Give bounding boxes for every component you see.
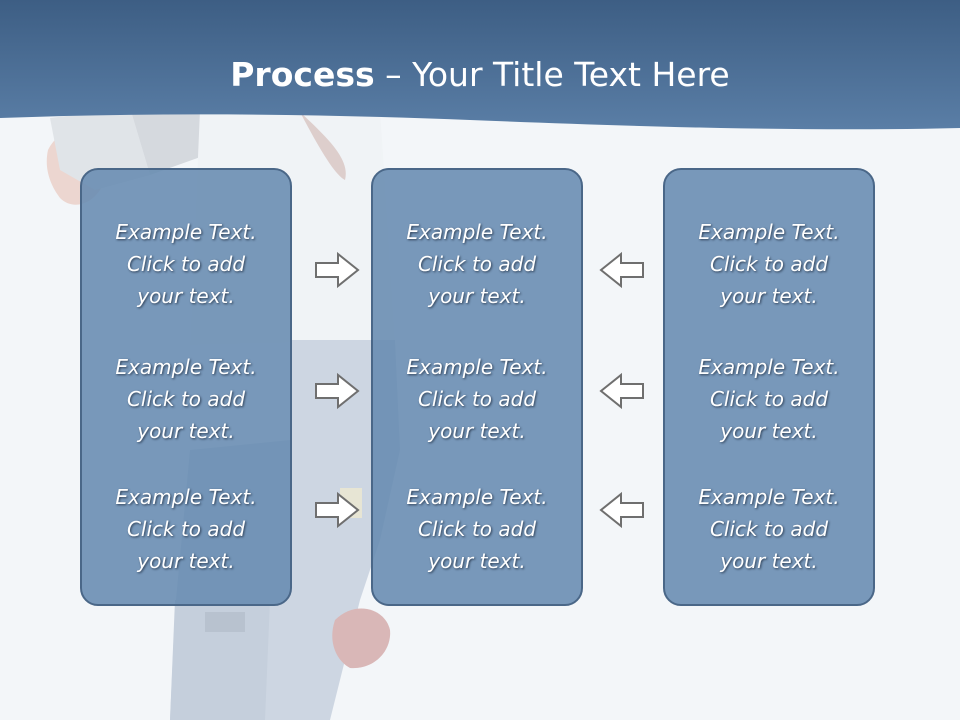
text-line: Click to add [709, 252, 829, 276]
process-box-right: Example Text. Click to add your text. Ex… [663, 168, 875, 606]
text-line: your text. [137, 284, 235, 308]
text-line: Click to add [126, 252, 246, 276]
text-line: Click to add [126, 387, 246, 411]
text-line: Example Text. [406, 220, 548, 244]
text-line: Example Text. [406, 485, 548, 509]
text-block[interactable]: Example Text. Click to add your text. [373, 216, 581, 312]
text-line: Click to add [417, 517, 537, 541]
text-line: Example Text. [698, 485, 840, 509]
text-block[interactable]: Example Text. Click to add your text. [665, 216, 873, 312]
text-line: Example Text. [115, 355, 257, 379]
process-box-center: Example Text. Click to add your text. Ex… [371, 168, 583, 606]
text-line: Example Text. [698, 220, 840, 244]
header-band [0, 0, 960, 130]
text-line: Example Text. [115, 220, 257, 244]
text-line: Click to add [709, 387, 829, 411]
text-block[interactable]: Example Text. Click to add your text. [665, 351, 873, 447]
right-arrow-icon [315, 491, 360, 529]
text-line: Click to add [709, 517, 829, 541]
text-block[interactable]: Example Text. Click to add your text. [82, 216, 290, 312]
right-arrow-icon [315, 372, 360, 410]
text-line: your text. [428, 284, 526, 308]
text-block[interactable]: Example Text. Click to add your text. [665, 481, 873, 577]
left-arrow-icon [599, 372, 644, 410]
left-arrow-icon [599, 251, 644, 289]
text-line: Example Text. [115, 485, 257, 509]
right-arrow-icon [315, 251, 360, 289]
text-line: Click to add [126, 517, 246, 541]
text-line: Example Text. [698, 355, 840, 379]
left-arrow-icon [599, 491, 644, 529]
slide-title: Process – Your Title Text Here [0, 50, 960, 100]
title-bold: Process [230, 55, 375, 94]
text-block[interactable]: Example Text. Click to add your text. [82, 481, 290, 577]
text-line: your text. [137, 419, 235, 443]
text-line: your text. [428, 549, 526, 573]
text-line: your text. [720, 419, 818, 443]
title-rest: Your Title Text Here [412, 55, 730, 94]
text-block[interactable]: Example Text. Click to add your text. [373, 481, 581, 577]
text-block[interactable]: Example Text. Click to add your text. [373, 351, 581, 447]
title-separator: – [374, 55, 413, 94]
process-box-left: Example Text. Click to add your text. Ex… [80, 168, 292, 606]
text-line: Click to add [417, 252, 537, 276]
text-line: Click to add [417, 387, 537, 411]
text-line: Example Text. [406, 355, 548, 379]
text-line: your text. [720, 284, 818, 308]
text-block[interactable]: Example Text. Click to add your text. [82, 351, 290, 447]
text-line: your text. [428, 419, 526, 443]
text-line: your text. [137, 549, 235, 573]
text-line: your text. [720, 549, 818, 573]
